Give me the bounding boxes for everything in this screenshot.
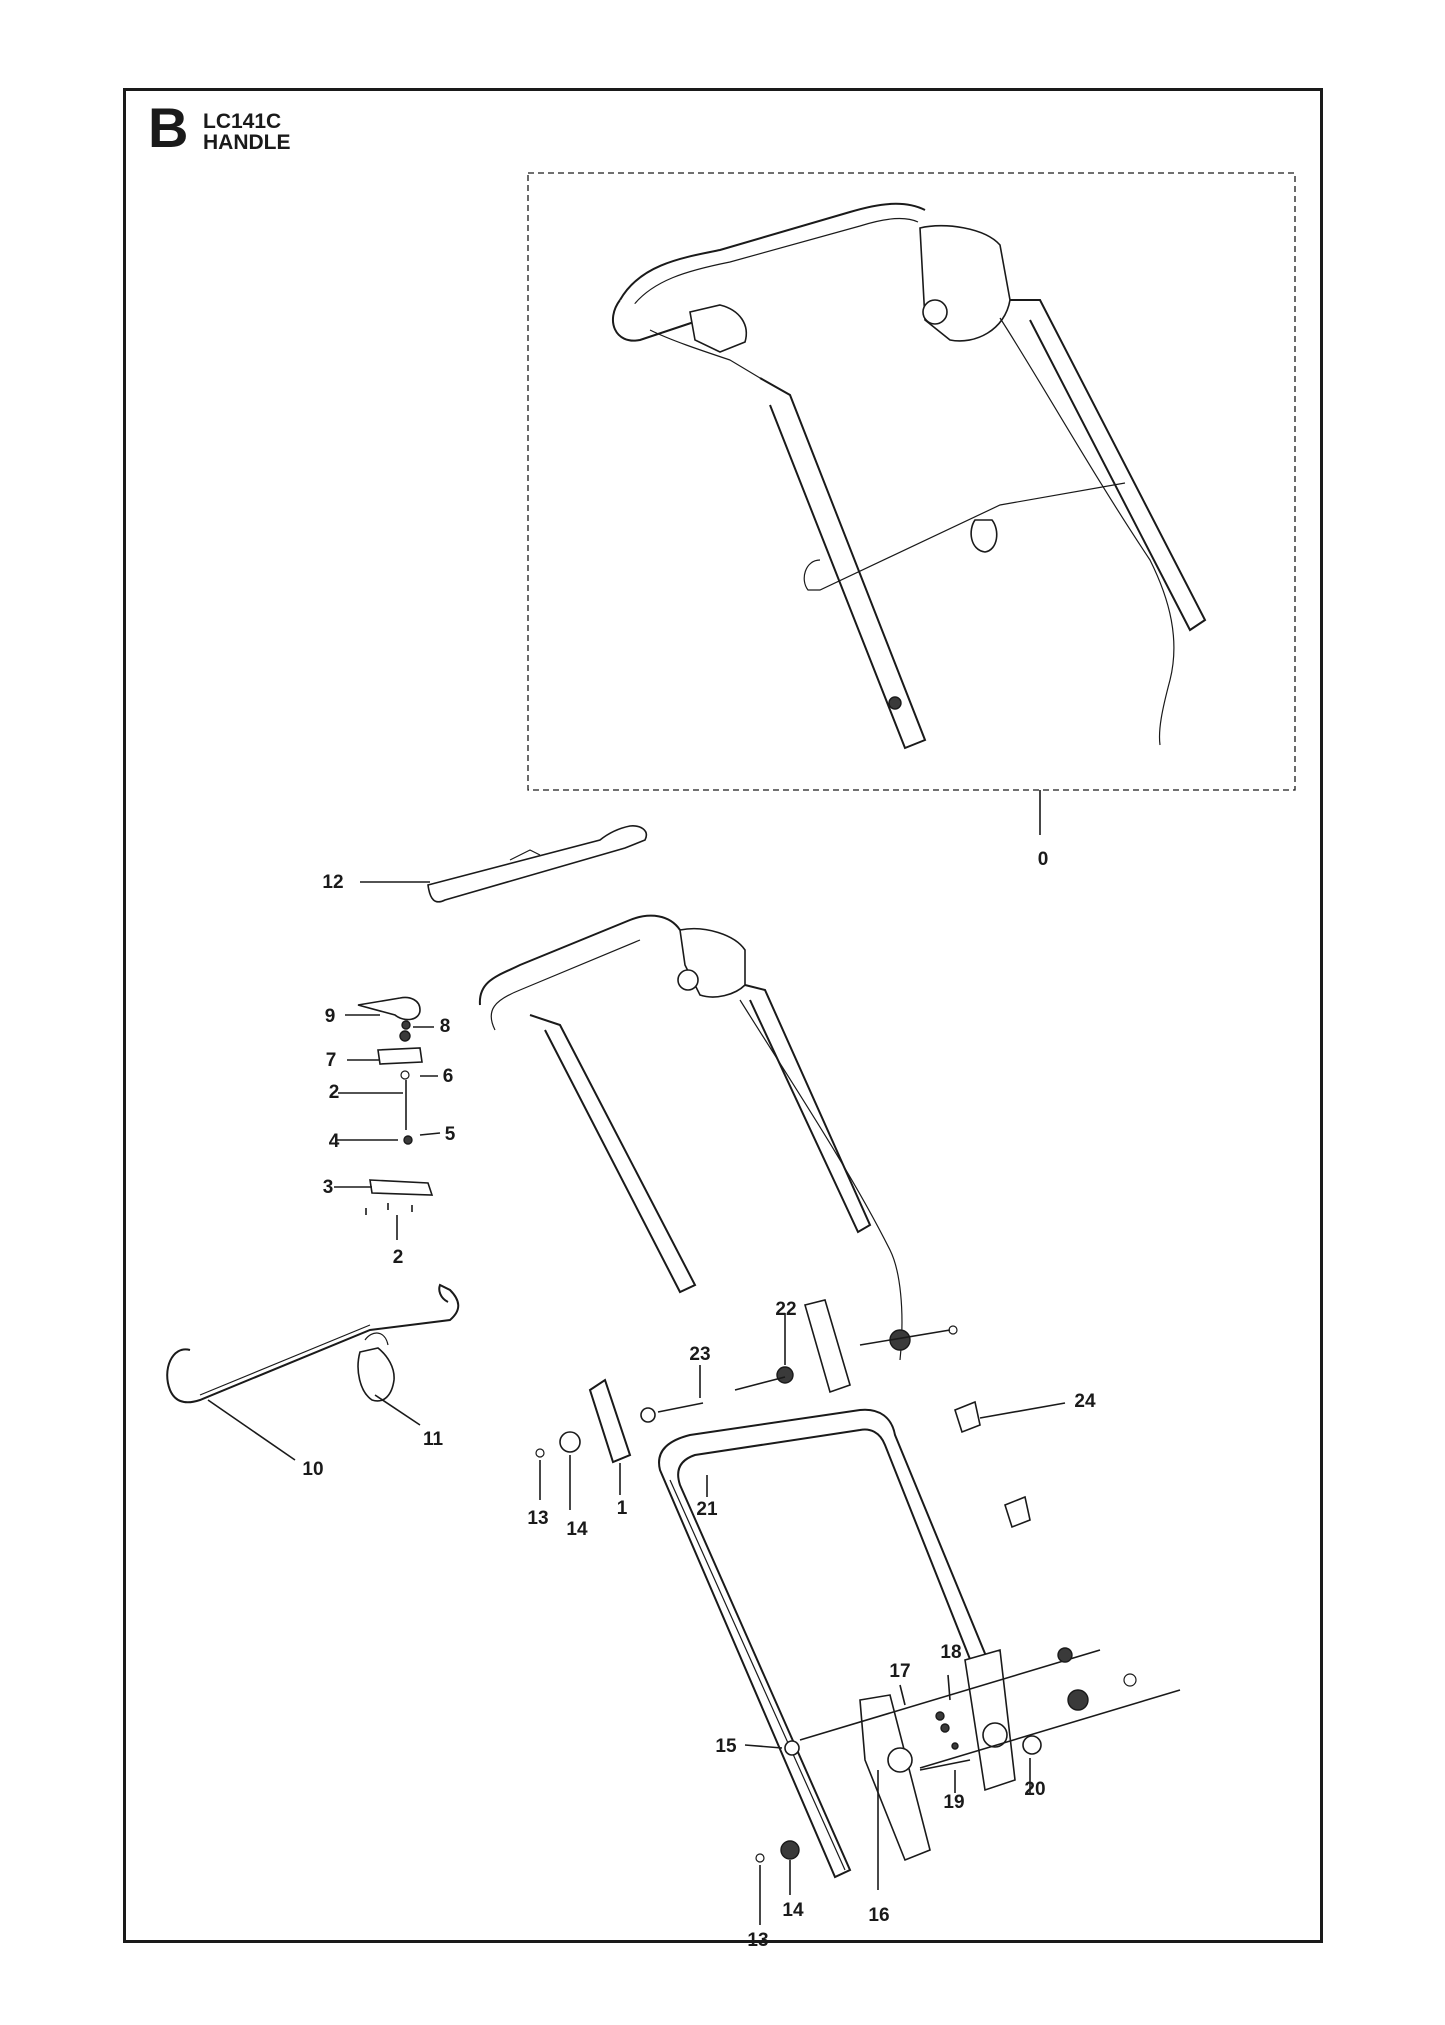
model-number: LC141C (203, 110, 282, 133)
callout-23: 23 (689, 1344, 711, 1365)
callout-21: 21 (696, 1499, 718, 1520)
callout-18: 18 (940, 1642, 962, 1663)
bolt-and-knob-parts (640, 1299, 958, 1423)
diagram-frame (123, 88, 1323, 1943)
callout-7: 7 (325, 1050, 337, 1071)
bail-lever-part (166, 1283, 460, 1404)
callout-6: 6 (442, 1066, 454, 1087)
switch-parts-stack (357, 996, 434, 1240)
callout-12: 12 (322, 872, 344, 893)
callout-0: 0 (1037, 849, 1049, 870)
callout-4: 4 (328, 1131, 340, 1152)
callout-24: 24 (1074, 1391, 1096, 1412)
callout-14-lower: 14 (782, 1900, 804, 1921)
pivot-bracket-parts (755, 1647, 1181, 1863)
callout-16: 16 (868, 1905, 890, 1926)
lower-handle-part (658, 1408, 1002, 1879)
callout-5: 5 (444, 1124, 456, 1145)
callout-8: 8 (439, 1016, 451, 1037)
callout-1: 1 (616, 1498, 628, 1519)
left-adjust-knob-parts (535, 1378, 632, 1510)
callout-10: 10 (302, 1459, 324, 1480)
callout-13-upper: 13 (527, 1508, 549, 1529)
callout-13-lower: 13 (747, 1930, 769, 1951)
callout-20: 20 (1024, 1779, 1046, 1800)
upper-handle-part (478, 914, 903, 1361)
callout-2-upper: 2 (328, 1082, 340, 1103)
callout-14-upper: 14 (566, 1519, 588, 1540)
diagram-title: HANDLE (203, 131, 291, 154)
callout-17: 17 (889, 1661, 911, 1682)
section-letter: B (148, 96, 189, 159)
top-cover-part (427, 825, 648, 903)
callout-9: 9 (324, 1006, 336, 1027)
callout-15: 15 (715, 1736, 737, 1757)
complete-handle-assembly (527, 172, 1296, 791)
callout-11: 11 (422, 1429, 444, 1450)
callout-22: 22 (775, 1299, 797, 1320)
callout-2-lower: 2 (392, 1247, 404, 1268)
callout-19: 19 (943, 1792, 965, 1813)
cable-clip-part (954, 1400, 1031, 1529)
callout-3: 3 (322, 1177, 334, 1198)
